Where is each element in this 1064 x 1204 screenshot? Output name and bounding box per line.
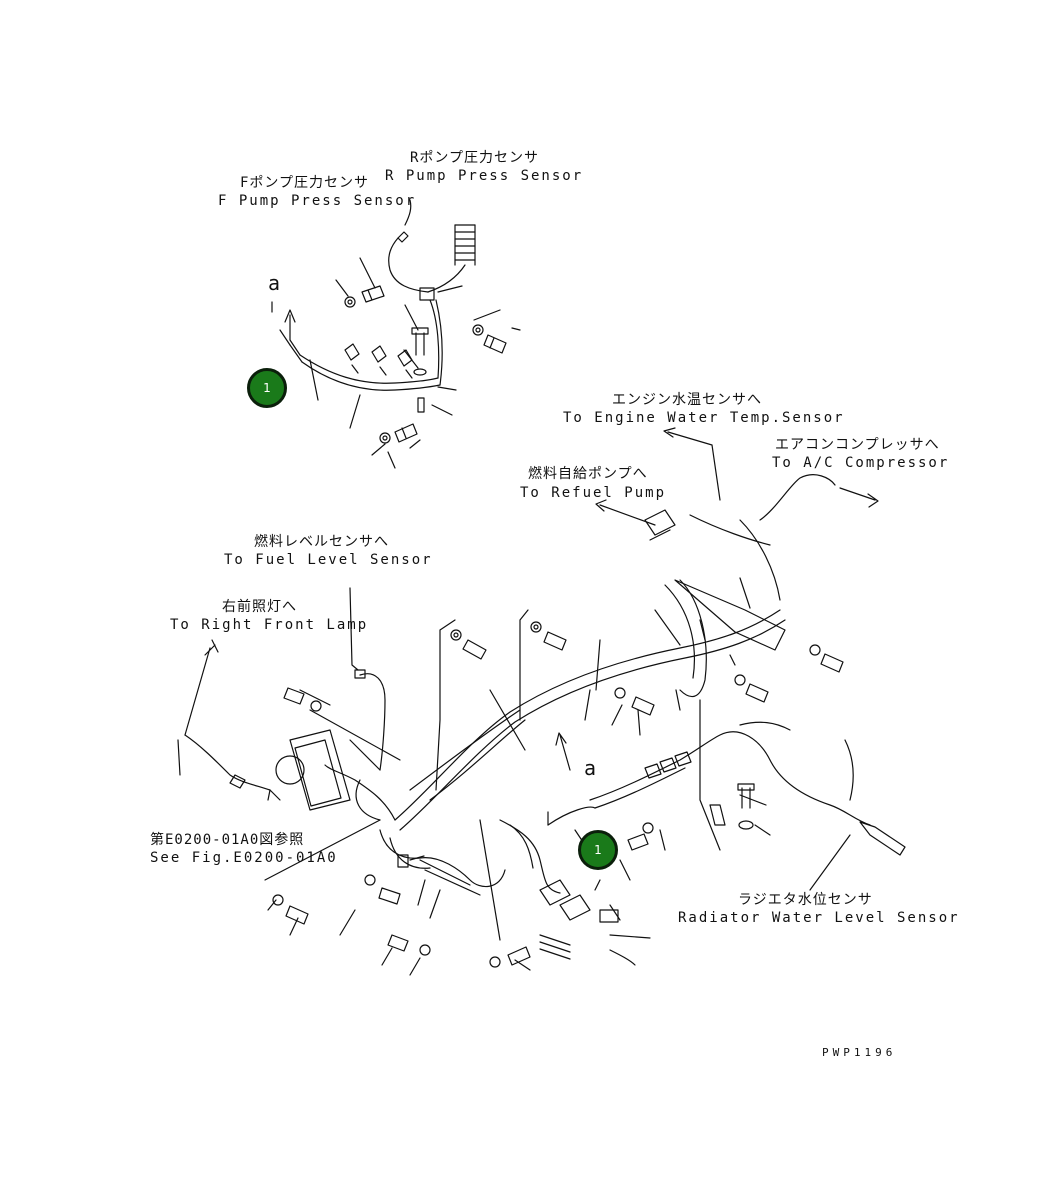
- see-fig-label-jp: 第E0200-01A0図参照: [150, 832, 305, 848]
- front-lamp-label-jp: 右前照灯へ: [222, 599, 297, 615]
- refuel-pump-label-jp: 燃料自給ポンプへ: [528, 466, 648, 482]
- r-pump-sensor-label-jp: Rポンプ圧力センサ: [410, 150, 540, 166]
- drawing-code: PWP1196: [822, 1046, 897, 1059]
- refuel-pump-label-en: To Refuel Pump: [520, 485, 667, 501]
- marker-a-mid: a: [584, 756, 597, 780]
- main-harness-assembly: [177, 427, 906, 976]
- see-fig-label-en: See Fig.E0200-01A0: [150, 850, 338, 866]
- fuel-level-label-en: To Fuel Level Sensor: [224, 552, 433, 568]
- engine-temp-label-jp: エンジン水温センサへ: [612, 392, 762, 408]
- front-lamp-label-en: To Right Front Lamp: [170, 617, 369, 633]
- fuel-level-label-jp: 燃料レベルセンサへ: [254, 534, 389, 550]
- f-pump-sensor-label-en: F Pump Press Sensor: [218, 193, 417, 209]
- engine-temp-label-en: To Engine Water Temp.Sensor: [563, 410, 845, 426]
- radiator-sensor-label-jp: ラジエタ水位センサ: [738, 892, 873, 908]
- callout-1-bottom[interactable]: 1: [578, 830, 618, 870]
- ac-compressor-label-jp: エアコンコンプレッサへ: [775, 437, 940, 453]
- radiator-sensor-label-en: Radiator Water Level Sensor: [678, 910, 960, 926]
- marker-a-top: a: [268, 271, 281, 295]
- ac-compressor-label-en: To A/C Compressor: [772, 455, 950, 471]
- f-pump-sensor-label-jp: Fポンプ圧力センサ: [240, 175, 370, 191]
- callout-1-top[interactable]: 1: [247, 368, 287, 408]
- top-harness-assembly: [271, 199, 521, 469]
- r-pump-sensor-label-en: R Pump Press Sensor: [385, 168, 584, 184]
